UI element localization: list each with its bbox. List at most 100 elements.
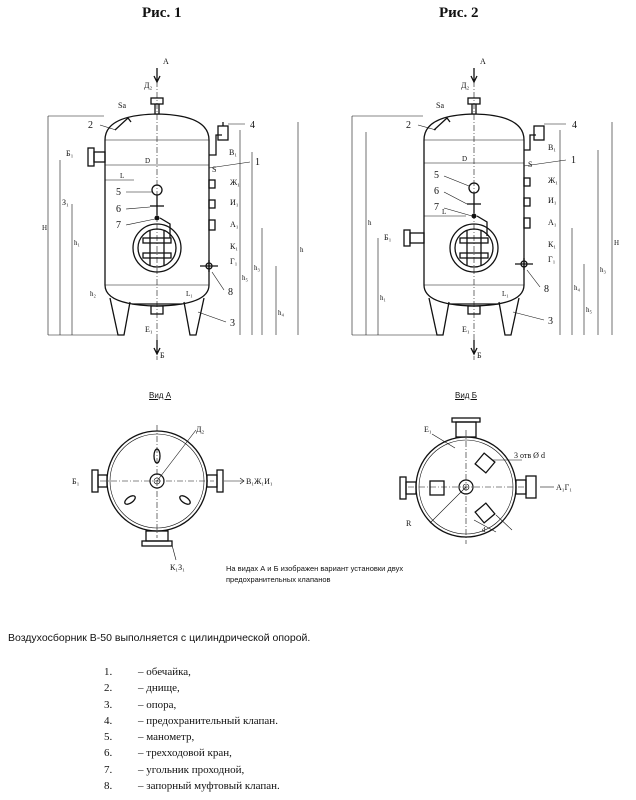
callout-6: 6 [116,204,121,215]
label-k1-2: К₁ [548,240,556,249]
label-view-b-e1: Е₁ [424,425,432,434]
legend-item: 1. – обечайка, [104,664,280,680]
label-v1-2: В₁ [548,143,556,152]
legend-number: 4. [104,714,113,727]
callout-2: 2 [88,120,93,131]
label-h4: h₄ [278,309,285,317]
label-b-bottom-2: Б [477,351,482,360]
label-h3: h₃ [254,264,261,272]
label-v1: В₁ [229,148,237,157]
label-l1-2: L₁ [502,290,509,298]
callout-7: 7 [116,220,121,231]
label-e1: Е₁ [145,325,153,334]
label-b-bottom: Б [160,351,165,360]
label-l-2: L [442,208,446,216]
intro-text: Воздухосборник В-50 выполняется с цилинд… [8,632,311,644]
label-sa: Sa [118,101,126,110]
label-a1-2: А₁ [548,218,557,227]
callout-4: 4 [250,120,255,131]
label-d2-2: Д₂ [461,81,469,90]
legend-number: 7. [104,763,113,776]
legend-item: 5.– манометр, [104,729,280,745]
label-view-a-right: В₁Ж₁И₁ [246,477,273,486]
label-view-b-r: R [406,519,412,528]
parts-legend: 1.– обечайка, 2.– днище, 3.– опора, 4.– … [104,664,280,794]
legend-number: 3. [104,698,113,711]
callout-8: 8 [228,287,233,298]
label-b1: Б₁ [66,149,74,158]
label-view-b-d: d [482,526,486,534]
label-s-2: S [528,160,532,169]
callout-7-fig2: 7 [434,202,439,213]
legend-number: 8. [104,780,113,793]
label-view-a-bottom: К₁З₁ [170,563,185,572]
label-h-left-2: h [368,219,372,227]
callout-6-fig2: 6 [434,186,439,197]
label-g1-2: Г₁ [548,255,556,264]
legend-item: 3. – опора, [104,697,280,713]
label-b1-2: Б₁ [384,233,392,242]
callout-3-fig2: 3 [548,316,553,327]
label-view-b-right: А₁Г₁ [556,483,572,492]
figure-2-title: Рис. 2 [439,5,479,21]
label-zh1-2: Ж₁ [548,176,558,185]
legend-number: 1. [104,666,113,678]
label-h5: h₅ [242,274,249,282]
label-h5-2: h₅ [586,306,593,314]
legend-item: 4.– предохранительный клапан. [104,713,280,729]
figure-1-vessel: А Д₂ Sa Б₁ В₁ S Ж₁ И₁ А₁ К₁ Г₁ [42,57,304,360]
legend-text: – трехходовой кран, [138,747,232,760]
legend-number: 2. [104,682,113,695]
label-l1: L₁ [186,290,193,298]
legend-text: – днище, [138,682,180,695]
label-view-a-b1: Б₁ [72,477,80,486]
label-d2: Д₂ [144,81,152,90]
label-k1: К₁ [230,242,238,251]
label-sa-2: Sa [436,101,444,110]
label-view-a-d2: Д₂ [196,425,204,434]
callout-5: 5 [116,187,121,198]
legend-item: 6. – трехходовой кран, [104,745,280,761]
label-l: L [120,172,124,180]
legend-text: – опора, [138,698,177,711]
label-d-2: D [462,155,467,163]
label-i1: И₁ [230,198,239,207]
view-a: Б₁ В₁Ж₁И₁ К₁З₁ Д₂ [72,425,273,572]
label-i1-2: И₁ [548,196,557,205]
label-a-top: А [163,57,169,66]
label-d: D [145,157,150,165]
label-h2-left: h₂ [90,290,97,298]
legend-text: – манометр, [138,731,195,744]
callout-5-fig2: 5 [434,170,439,181]
legend-text: – угольник проходной, [138,763,245,776]
label-h: H [42,224,47,232]
legend-item: 2. – днище, [104,680,280,696]
view-b: Е₁ А₁Г₁ 3 отв Ø d R d [399,417,572,544]
legend-item: 7. – угольник проходной, [104,762,280,778]
figure-2-vessel: А Д₂ Sa В₁ S Ж₁ И₁ А₁ К₁ Г₁ Б₁ [351,57,619,360]
label-a1: А₁ [230,220,239,229]
label-zh1: Ж₁ [230,178,240,187]
label-h1-left: h₁ [74,239,80,247]
callout-8-fig2: 8 [544,284,549,295]
legend-number: 6. [104,747,113,760]
label-view-b-holes: 3 отв Ø d [514,451,545,460]
label-z1: З₁ [62,198,69,207]
legend-text: – запорный муфтовый клапан. [138,780,280,793]
label-a-top-2: А [480,57,486,66]
label-e1-2: Е₁ [462,325,470,334]
label-h4-2: h₄ [574,284,581,292]
view-b-title: Вид Б [455,391,477,400]
label-s: S [212,165,216,174]
label-h3-2: h₃ [600,266,607,274]
label-g1: Г₁ [230,257,238,266]
figure-1-title: Рис. 1 [142,5,182,21]
callout-1-fig2: 1 [571,155,576,166]
legend-text: – обечайка, [138,666,191,678]
view-a-title: Вид А [149,391,172,400]
label-h-right: h [300,246,304,254]
callout-4-fig2: 4 [572,120,577,131]
callout-1: 1 [255,157,260,168]
legend-item: 8. – запорный муфтовый клапан. [104,778,280,794]
